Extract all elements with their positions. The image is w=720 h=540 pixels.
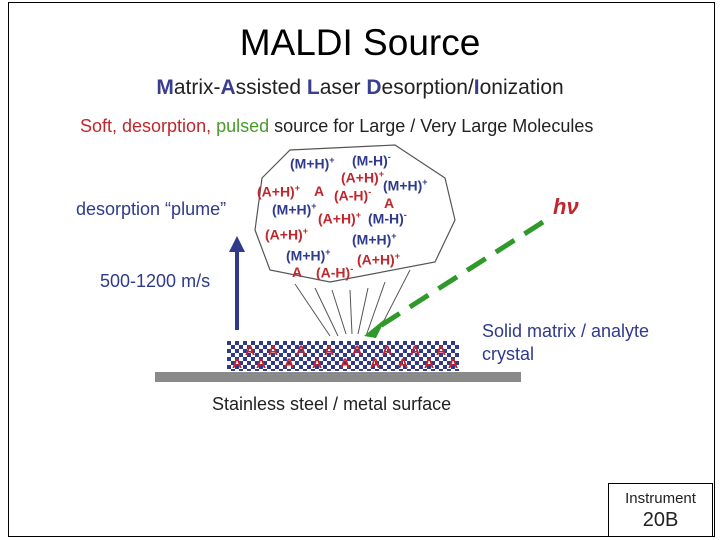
subtitle-m: M <box>156 76 174 99</box>
subtitle-a: A <box>220 76 236 99</box>
velocity-arrowhead <box>229 236 245 252</box>
crystal-analyte: A <box>284 355 295 371</box>
ion-label: (A+H)+ <box>318 210 361 227</box>
steel-label: Stainless steel / metal surface <box>212 394 452 414</box>
ion-label: (M+H)+ <box>290 155 335 172</box>
ion-label: (A+H)+ <box>357 251 400 268</box>
ion-label: (A-H)- <box>334 187 372 204</box>
steel-surface <box>155 372 521 382</box>
ion-label: (A-H)- <box>316 264 354 281</box>
ion-label: (M+H)+ <box>352 231 397 248</box>
ion-label: A <box>384 195 395 211</box>
subtitle-d: D <box>366 76 382 99</box>
matrix-crystal <box>227 341 459 371</box>
laser-arrowhead <box>364 318 386 338</box>
instrument-badge: Instrument 20B <box>608 483 713 537</box>
subtitle-esorption: esorption/ <box>381 76 474 99</box>
subtitle-ssisted: ssisted <box>235 76 307 99</box>
desc-soft: Soft, desorption, <box>80 116 212 136</box>
plume-label: desorption “plume” <box>76 199 227 219</box>
laser-beam <box>378 219 545 329</box>
badge-line2: 20B <box>642 509 679 531</box>
crystal-analyte: A <box>312 355 323 371</box>
subtitle-aser: aser <box>319 76 367 99</box>
crystal-analyte: A <box>268 342 279 358</box>
crystal-analyte: A <box>245 342 256 358</box>
crystal-label-line2: crystal <box>482 344 535 364</box>
subtitle: Matrix-Assisted Laser Desorption/Ionizat… <box>0 76 720 100</box>
ion-label: (M-H)- <box>368 210 407 227</box>
crystal-label-line1: Solid matrix / analyte <box>482 321 650 341</box>
crystal-analyte: A <box>296 342 307 358</box>
crystal-analyte: A <box>424 355 435 371</box>
crystal-analyte: A <box>398 355 409 371</box>
ion-label: A <box>314 183 325 199</box>
slide-title: MALDI Source <box>239 22 481 63</box>
description: Soft, desorption, pulsed source for Larg… <box>80 116 593 137</box>
desc-pulsed: pulsed <box>216 116 270 136</box>
crystal-analyte: A <box>410 342 421 358</box>
ion-label: (M+H)+ <box>383 177 428 194</box>
crystal-analyte: A <box>352 342 363 358</box>
crystal-analyte: A <box>256 355 267 371</box>
ion-label: (M+H)+ <box>286 247 331 264</box>
ion-label: (M-H)- <box>352 152 391 169</box>
desc-rest: source for Large / Very Large Molecules <box>274 116 594 136</box>
crystal-analyte: A <box>382 342 393 358</box>
crystal-label: Solid matrix / analyte crystal <box>482 320 649 366</box>
ion-label: A <box>292 264 303 280</box>
crystal-analyte: A <box>340 355 351 371</box>
plume-cloud <box>254 144 456 283</box>
crystal-analyte: A <box>448 355 459 371</box>
ion-label: (A+H)+ <box>341 169 384 186</box>
slide-frame <box>8 2 715 537</box>
subtitle-atrix: atrix- <box>173 76 221 99</box>
badge-line1: Instrument <box>625 490 696 507</box>
photon-label: hν <box>553 194 579 219</box>
subtitle-onization: onization <box>479 76 564 99</box>
ion-label: (A+H)+ <box>257 183 300 200</box>
ion-label: (A+H)+ <box>265 226 308 243</box>
ion-label: (M+H)+ <box>272 201 317 218</box>
crystal-analyte: A <box>324 342 335 358</box>
crystal-analyte: A <box>436 342 447 358</box>
velocity-label: 500-1200 m/s <box>100 271 211 291</box>
plume-rays <box>294 269 411 339</box>
crystal-analyte: A <box>232 355 243 371</box>
subtitle-i: I <box>473 76 480 99</box>
crystal-analyte: A <box>370 355 381 371</box>
subtitle-l: L <box>306 76 320 99</box>
